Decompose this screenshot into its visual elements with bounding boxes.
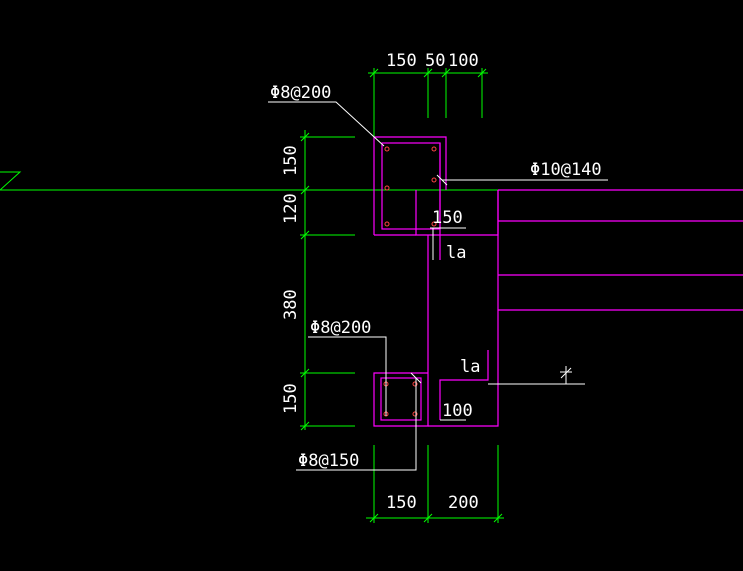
concrete-outline: [373, 136, 743, 427]
dim-top-150: 150: [386, 51, 417, 71]
section-symbol-icon: [560, 366, 572, 384]
dim-left-150-bottom: 150: [281, 383, 301, 414]
callout-upper-stirrup: Φ8@200: [270, 83, 331, 103]
dim-bottom-150: 150: [386, 493, 417, 513]
anchor-150-label: 150: [432, 208, 463, 228]
dim-top-100: 100: [448, 51, 479, 71]
dim-left-380: 380: [281, 289, 301, 320]
callout-main-bar: Φ10@140: [530, 160, 602, 180]
dim-left-120: 120: [281, 193, 301, 224]
la-lower-label: la: [460, 357, 480, 377]
callout-bottom-stirrup: Φ8@150: [298, 451, 359, 471]
ground-line: [0, 171, 743, 191]
lower-stirrup: [380, 377, 422, 421]
callout-texts: Φ8@200 Φ10@140 Φ8@200 Φ8@150 150 la la 1…: [270, 83, 602, 471]
dimension-texts: 150 50 100 150 120 380 150 150 200: [281, 51, 479, 513]
hook-line: [439, 350, 489, 420]
hook-100-label: 100: [442, 401, 473, 421]
leader-lines: [268, 101, 608, 471]
la-upper-label: la: [446, 243, 466, 263]
wall-outline: [373, 235, 429, 427]
dim-bottom-200: 200: [448, 493, 479, 513]
dim-left-150-top: 150: [281, 145, 301, 176]
upper-ledge-outline-2: [374, 136, 447, 190]
callout-lower-stirrup: Φ8@200: [310, 318, 371, 338]
dimension-lines: [300, 68, 504, 523]
wall-right-outline: [428, 190, 499, 427]
dim-top-50: 50: [425, 51, 445, 71]
